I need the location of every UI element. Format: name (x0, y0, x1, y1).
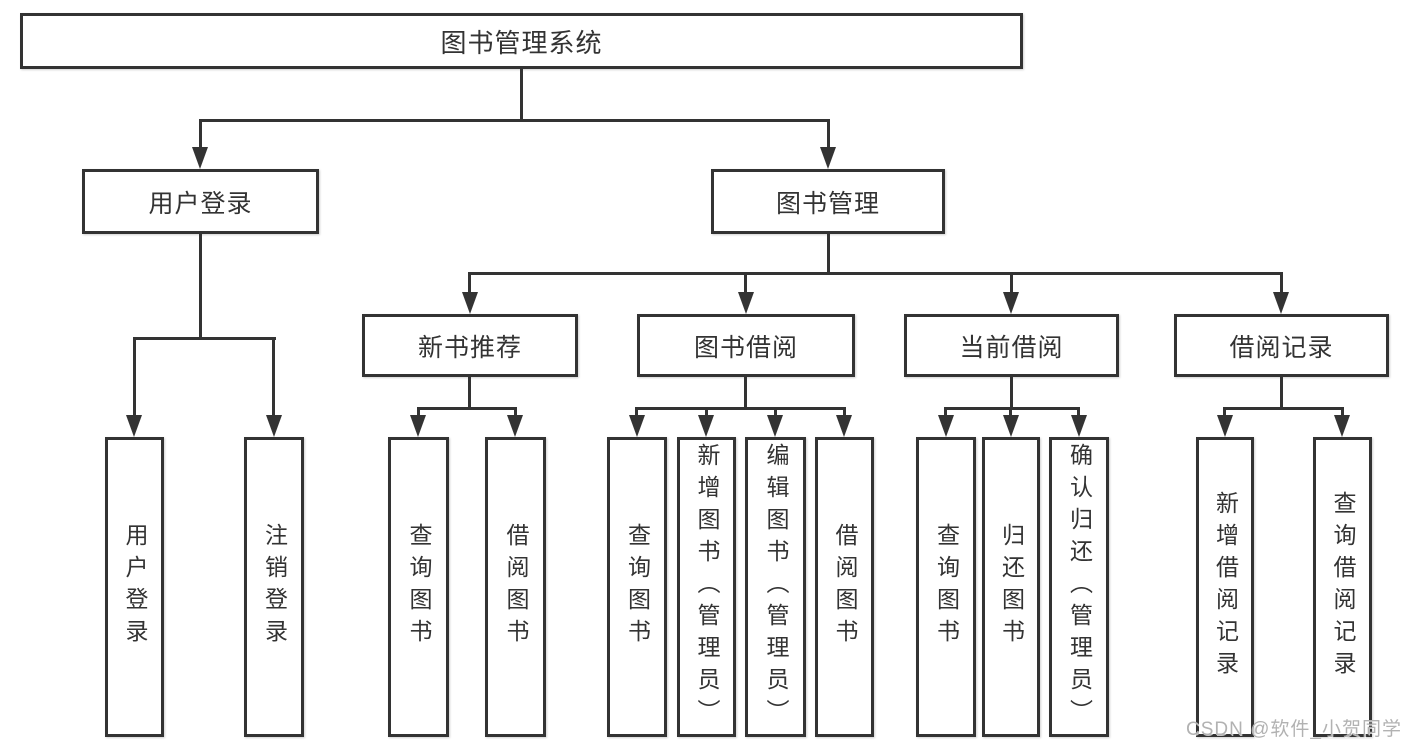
connector-group-trunk (1280, 377, 1283, 407)
leaf-label: 借阅图书 (503, 523, 529, 651)
connector-root-trunk (520, 69, 523, 120)
arrowhead (1003, 292, 1019, 314)
arrowhead (1273, 292, 1289, 314)
leaf-label: 新增图书（管理员） (694, 443, 720, 731)
leaf-label: 用户登录 (122, 523, 148, 651)
leaf-query-books: 查询图书 (607, 437, 667, 737)
connector-stem (417, 407, 420, 417)
connector-stem (774, 407, 777, 417)
node-user-login: 用户登录 (82, 169, 319, 234)
connector-stem (468, 272, 471, 292)
leaf-borrow-books: 借阅图书 (815, 437, 874, 737)
arrowhead (836, 415, 852, 437)
connector-book-trunk (827, 234, 830, 272)
connector-level2-bar (199, 119, 830, 122)
connector-stem (944, 407, 947, 417)
connector-stem (705, 407, 708, 417)
connector-group-bar (1223, 407, 1344, 410)
arrowhead (1003, 415, 1019, 437)
connector-stem (199, 119, 202, 147)
connector-stem (744, 272, 747, 292)
connector-group-trunk (1010, 377, 1013, 407)
connector-stem (1341, 407, 1344, 417)
arrowhead (738, 292, 754, 314)
leaf-query-books-recommend: 查询图书 (388, 437, 449, 737)
connector-group-trunk (468, 377, 471, 407)
connector-user-trunk (199, 233, 202, 337)
node-label: 图书借阅 (693, 333, 798, 362)
leaf-edit-book-admin: 编辑图书（管理员） (745, 437, 806, 737)
leaf-label: 确认归还（管理员） (1066, 443, 1093, 731)
connector-stem (272, 337, 275, 415)
connector-stem (1077, 407, 1080, 417)
arrowhead (266, 415, 282, 437)
leaf-label: 查询借阅记录 (1330, 491, 1356, 683)
connector-stem (843, 407, 846, 417)
leaf-label: 查询图书 (406, 523, 432, 651)
node-borrow-records: 借阅记录 (1174, 314, 1389, 377)
leaf-label: 注销登录 (261, 523, 288, 651)
connector-stem (1280, 272, 1283, 292)
connector-stem (635, 407, 638, 417)
leaf-label: 编辑图书（管理员） (763, 443, 789, 731)
arrowhead (410, 415, 426, 437)
node-label: 图书管理 (775, 189, 880, 218)
connector-group-bar (417, 407, 517, 410)
arrowhead (820, 147, 836, 169)
arrowhead (629, 415, 645, 437)
node-library-system: 图书管理系统 (20, 13, 1023, 69)
node-current-borrow: 当前借阅 (904, 314, 1119, 377)
arrowhead (767, 415, 783, 437)
leaf-return-book: 归还图书 (982, 437, 1040, 737)
connector-stem (1010, 272, 1013, 292)
leaf-add-borrow-record: 新增借阅记录 (1196, 437, 1254, 737)
leaf-label: 新增借阅记录 (1212, 491, 1239, 683)
node-label: 用户登录 (148, 189, 253, 218)
connector-stem (514, 407, 517, 417)
arrowhead (192, 147, 208, 169)
leaf-confirm-return-admin: 确认归还（管理员） (1049, 437, 1109, 737)
connector-group-trunk (744, 377, 747, 407)
node-new-book-recommend: 新书推荐 (362, 314, 578, 377)
leaf-user-login: 用户登录 (105, 437, 164, 737)
leaf-query-books-current: 查询图书 (916, 437, 976, 737)
node-label: 图书管理系统 (440, 27, 603, 58)
leaf-logout: 注销登录 (244, 437, 304, 737)
arrowhead (507, 415, 523, 437)
arrowhead (1217, 415, 1233, 437)
arrowhead (698, 415, 714, 437)
leaf-add-book-admin: 新增图书（管理员） (677, 437, 736, 737)
connector-level3-bar (468, 272, 1283, 275)
connector-stem (827, 119, 830, 147)
node-book-borrow: 图书借阅 (637, 314, 855, 377)
connector-stem (1009, 407, 1012, 417)
node-book-management: 图书管理 (711, 169, 945, 234)
leaf-label: 归还图书 (998, 523, 1025, 651)
node-label: 当前借阅 (959, 333, 1064, 362)
arrowhead (1071, 415, 1087, 437)
node-label: 借阅记录 (1229, 333, 1334, 362)
connector-group-bar (944, 407, 1080, 410)
arrowhead (938, 415, 954, 437)
connector-group-bar (635, 407, 846, 410)
node-label: 新书推荐 (417, 333, 522, 362)
leaf-label: 查询图书 (933, 523, 960, 651)
leaf-borrow-books-recommend: 借阅图书 (485, 437, 546, 737)
leaf-query-borrow-record: 查询借阅记录 (1313, 437, 1372, 737)
connector-user-bar (133, 337, 276, 340)
connector-stem (133, 337, 136, 415)
leaf-label: 查询图书 (624, 523, 651, 651)
csdn-watermark: CSDN @软件_小贺同学 (1186, 719, 1402, 740)
arrowhead (462, 292, 478, 314)
arrowhead (126, 415, 142, 437)
connector-stem (1223, 407, 1226, 417)
arrowhead (1334, 415, 1350, 437)
leaf-label: 借阅图书 (832, 523, 858, 651)
